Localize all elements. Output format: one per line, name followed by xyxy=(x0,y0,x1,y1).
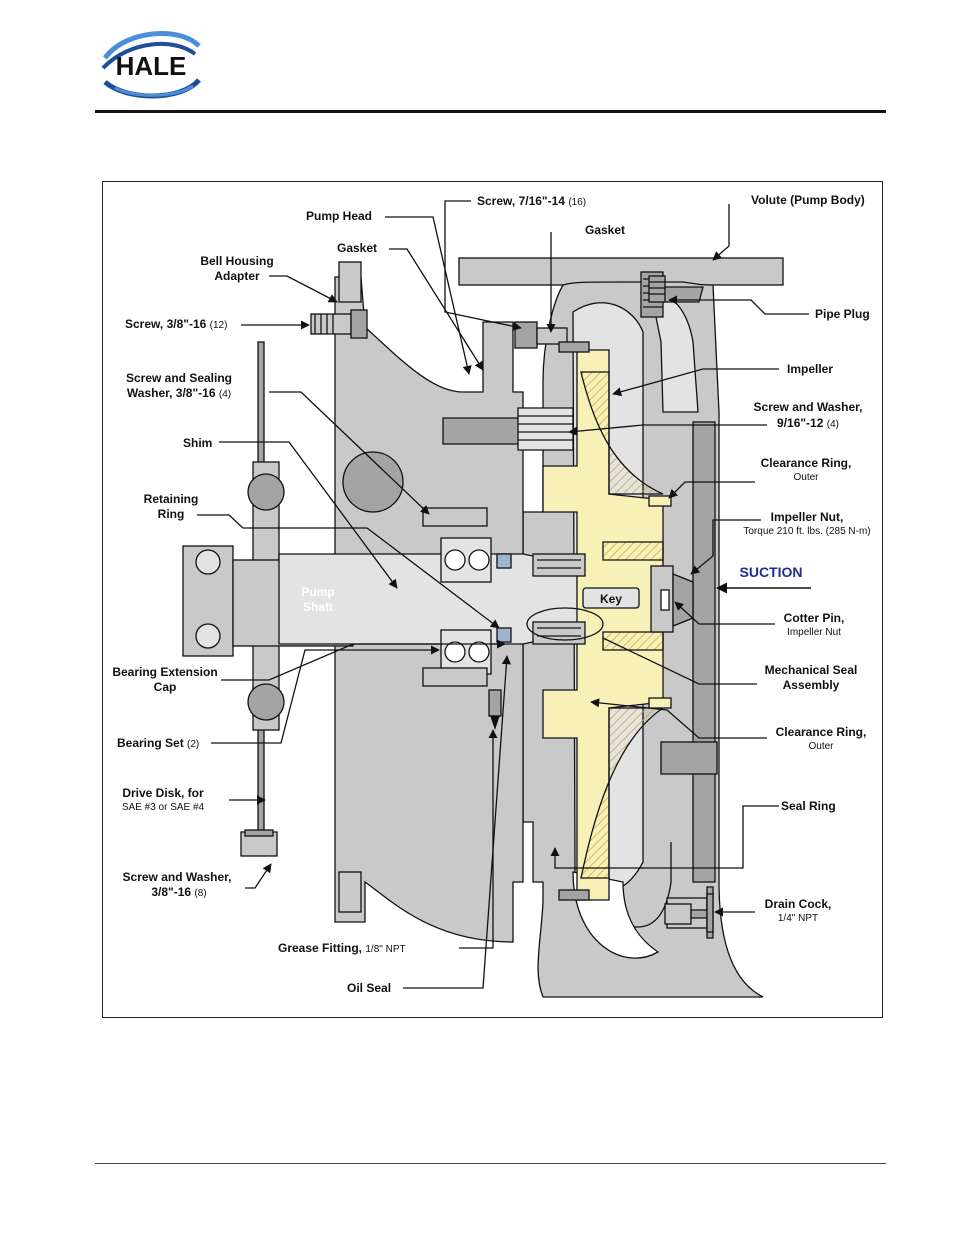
key xyxy=(582,587,640,609)
mechanical-seal xyxy=(526,553,604,645)
label-bearing-set: Bearing Set (2) xyxy=(117,736,199,750)
leader-lines xyxy=(197,200,809,989)
label-screw-sealing-line2: Washer, 3/8"-16 (4) xyxy=(127,386,231,400)
hale-logo: HALE xyxy=(101,31,201,99)
label-gasket-top: Gasket xyxy=(585,223,625,237)
logo-text: HALE xyxy=(116,51,187,81)
label-impeller-nut-sub: Torque 210 ft. lbs. (285 N-m) xyxy=(743,526,870,537)
label-retaining-ring-line2: Ring xyxy=(158,507,185,521)
pump-diagram-frame: Screw, 7/16"-14 (16) Volute (Pump Body) … xyxy=(102,181,883,1018)
label-bearing-ext-cap-line1: Bearing Extension xyxy=(112,665,217,679)
label-suction: SUCTION xyxy=(740,564,803,580)
label-bearing-ext-cap-line2: Cap xyxy=(154,680,177,694)
label-clearance-ring-2-sub: Outer xyxy=(808,741,834,752)
label-volute: Volute (Pump Body) xyxy=(751,193,865,207)
label-pump-shaft-line2: Shaft xyxy=(303,600,333,614)
label-mech-seal-line1: Mechanical Seal xyxy=(765,663,858,677)
label-pipe-plug: Pipe Plug xyxy=(815,307,870,321)
label-cotter-pin-sub: Impeller Nut xyxy=(787,627,841,638)
logo-arc-top xyxy=(102,31,201,60)
label-bell-housing-line1: Bell Housing xyxy=(200,254,273,268)
label-key: Key xyxy=(600,592,622,606)
footer-rule xyxy=(95,1163,886,1164)
grease-fitting xyxy=(488,689,502,731)
part-labels: Screw, 7/16"-14 (16) Volute (Pump Body) … xyxy=(112,193,870,995)
label-impeller: Impeller xyxy=(787,362,833,376)
header-rule xyxy=(95,110,886,113)
label-drive-disk-line1: Drive Disk, for xyxy=(122,786,204,800)
label-grease-fitting: Grease Fitting, 1/8" NPT xyxy=(278,941,406,955)
pump-cross-section-diagram: Screw, 7/16"-14 (16) Volute (Pump Body) … xyxy=(112,193,871,998)
label-clearance-ring-1: Clearance Ring, xyxy=(761,456,852,470)
label-mech-seal-line2: Assembly xyxy=(783,678,840,692)
label-screw-washer-3-8-line1: Screw and Washer, xyxy=(123,870,232,884)
label-screw-washer-3-8-line2: 3/8"-16 (8) xyxy=(151,885,206,899)
impeller-nut xyxy=(650,565,694,633)
bearing-set xyxy=(422,507,512,687)
label-impeller-nut: Impeller Nut, xyxy=(771,510,844,524)
label-pump-head: Pump Head xyxy=(306,209,372,223)
label-seal-ring: Seal Ring xyxy=(781,799,836,813)
label-gasket-left: Gasket xyxy=(337,241,377,255)
screw-3-8-16-top xyxy=(310,309,368,339)
label-drain-cock-sub: 1/4" NPT xyxy=(778,913,818,924)
label-drain-cock: Drain Cock, xyxy=(765,897,832,911)
label-screw-7-16-14: Screw, 7/16"-14 (16) xyxy=(477,194,586,208)
label-clearance-ring-2: Clearance Ring, xyxy=(776,725,867,739)
label-bell-housing-line2: Adapter xyxy=(214,269,260,283)
label-pump-shaft-line1: Pump xyxy=(301,585,334,599)
label-retaining-ring-line1: Retaining xyxy=(144,492,199,506)
label-clearance-ring-1-sub: Outer xyxy=(793,472,819,483)
label-screw-sealing-line1: Screw and Sealing xyxy=(126,371,232,385)
label-shim: Shim xyxy=(183,436,212,450)
drain-cock xyxy=(664,893,714,933)
label-screw-3-8-16: Screw, 3/8"-16 (12) xyxy=(125,317,227,331)
label-oil-seal: Oil Seal xyxy=(347,981,391,995)
label-cotter-pin: Cotter Pin, xyxy=(784,611,845,625)
pipe-plug xyxy=(648,275,666,303)
logo-arc-bottom xyxy=(103,78,201,99)
label-screw-washer-9-16-line1: Screw and Washer, xyxy=(754,400,863,414)
logo-arc-inner-top xyxy=(101,42,197,70)
label-drive-disk-sub: SAE #3 or SAE #4 xyxy=(122,802,205,813)
label-screw-washer-9-16-line2: 9/16"-12 (4) xyxy=(777,416,839,430)
logo-arc-inner-bottom xyxy=(114,84,194,97)
